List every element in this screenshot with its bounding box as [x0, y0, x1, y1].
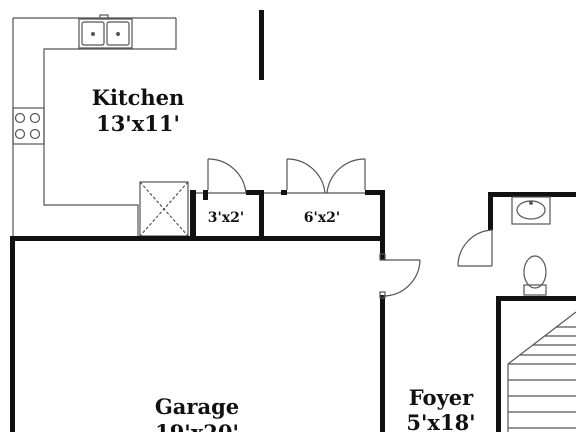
garage-label: Garage [155, 394, 239, 419]
kitchen-sink-icon [78, 14, 133, 49]
closet-large-size: 6'x2' [304, 210, 340, 226]
toilet-icon [523, 255, 547, 296]
foyer-label: Foyer [409, 385, 474, 410]
door-jambs [379, 253, 386, 299]
staircase [507, 311, 576, 432]
stovetop-icon [12, 107, 45, 145]
kitchen-size: 13'x11' [96, 111, 180, 136]
garage-size: 19'x20' [155, 420, 239, 432]
walls [10, 10, 576, 432]
refrigerator-icon [139, 181, 189, 237]
foyer-size: 5'x18' [406, 410, 475, 432]
kitchen-label: Kitchen [92, 85, 185, 110]
closet-small-size: 3'x2' [208, 210, 244, 226]
door-swings [207, 158, 493, 297]
bathroom-sink-icon [511, 196, 551, 225]
